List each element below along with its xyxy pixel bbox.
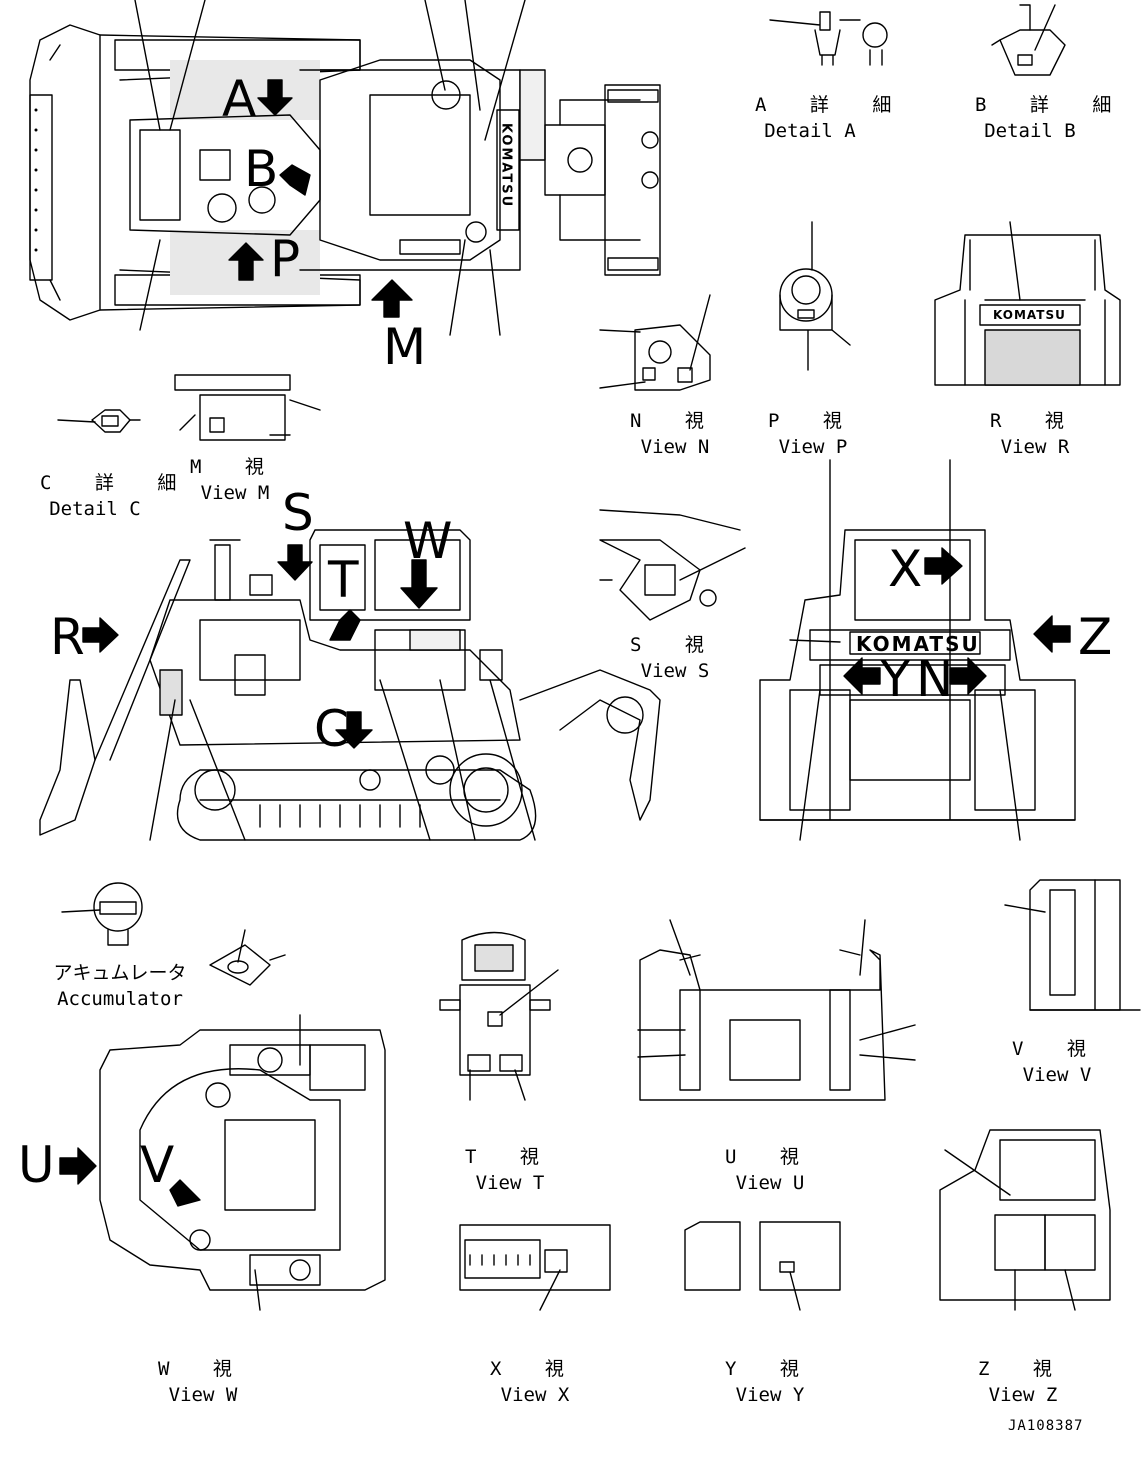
- caption-view-v: V 視 View V: [1012, 1038, 1102, 1086]
- marker-x: X: [888, 540, 923, 598]
- caption-view-w: W 視 View W: [158, 1358, 248, 1406]
- detail-a-drawing: [769, 11, 888, 66]
- brand-label-top-view: KOMATSU: [498, 122, 514, 209]
- view-t-drawing: [439, 931, 559, 1101]
- detail-b-drawing: [991, 4, 1066, 76]
- caption-view-p: P 視 View P: [768, 410, 858, 458]
- caption-view-t: T 視 View T: [465, 1146, 555, 1194]
- detail-c-drawing: [57, 409, 141, 433]
- caption-detail-b: B 詳 細 Detail B: [975, 94, 1128, 142]
- caption-view-y: Y 視 View Y: [725, 1358, 815, 1406]
- accumulator-drawing: [61, 882, 286, 986]
- view-z-drawing: [939, 1129, 1111, 1311]
- caption-detail-a: A 詳 細 Detail A: [755, 94, 908, 142]
- rear-view-drawing: [759, 459, 1076, 841]
- marker-c: C: [314, 700, 349, 758]
- caption-detail-c: C 詳 細 Detail C: [40, 472, 193, 520]
- marker-m: M: [383, 318, 427, 376]
- view-s-drawing: [599, 509, 746, 621]
- caption-view-s: S 視 View S: [630, 634, 720, 682]
- caption-accumulator: アキュムレータ Accumulator: [53, 962, 187, 1010]
- caption-view-z: Z 視 View Z: [978, 1358, 1068, 1406]
- top-view-drawing: [29, 0, 661, 336]
- marker-t: T: [328, 551, 359, 609]
- marker-a: A: [222, 70, 257, 128]
- view-p-drawing: [779, 221, 851, 371]
- view-m-drawing: [174, 374, 321, 441]
- view-n-drawing: [599, 294, 711, 391]
- view-v-drawing: [1004, 879, 1141, 1011]
- marker-n: N: [916, 650, 954, 708]
- caption-view-r: R 視 View R: [990, 410, 1080, 458]
- view-u-drawing: [637, 919, 916, 1101]
- caption-view-m: M 視 View M: [190, 456, 280, 504]
- marker-y: Y: [880, 650, 911, 708]
- marker-v: V: [140, 1136, 175, 1194]
- view-y-drawing: [684, 1221, 841, 1311]
- marker-r: R: [50, 608, 85, 666]
- caption-view-x: X 視 View X: [490, 1358, 580, 1406]
- caption-view-n: N 視 View N: [630, 410, 720, 458]
- marker-s: S: [282, 484, 314, 542]
- marker-u: U: [18, 1136, 55, 1194]
- marker-p: P: [270, 230, 301, 288]
- brand-label-rear-r: KOMATSU: [993, 308, 1066, 322]
- brand-label-rear-xyz: KOMATSU: [856, 632, 980, 656]
- side-view-drawing: [39, 529, 661, 841]
- view-x-drawing: [459, 1224, 611, 1311]
- marker-z: Z: [1078, 608, 1113, 666]
- marker-w: W: [403, 512, 453, 570]
- view-r-drawing: [934, 221, 1121, 386]
- caption-view-u: U 視 View U: [725, 1146, 815, 1194]
- marker-b: B: [244, 140, 279, 198]
- view-w-drawing: [59, 1014, 386, 1311]
- document-id: JA108387: [1008, 1418, 1084, 1434]
